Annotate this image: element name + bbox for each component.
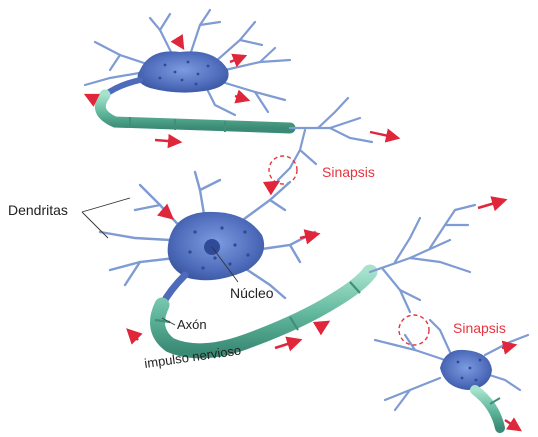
- axon-bottom: [475, 390, 500, 428]
- neuron-middle: [100, 172, 505, 357]
- label-sinapsis-bottom: Sinapsis: [453, 320, 506, 336]
- soma-top: [138, 51, 229, 92]
- axon-middle: [158, 272, 371, 351]
- label-axon: Axón: [177, 317, 207, 332]
- axon-top: [100, 95, 290, 128]
- synapse-circle-top: [269, 156, 297, 184]
- label-sinapsis-top: Sinapsis: [322, 164, 375, 180]
- soma-bottom: [440, 350, 492, 390]
- axon-terminals-middle: [370, 205, 475, 312]
- synapse-circle-bottom: [399, 315, 429, 345]
- label-dendritas: Dendritas: [8, 202, 68, 218]
- neuron-top: [85, 10, 398, 184]
- label-nucleo: Núcleo: [230, 285, 274, 301]
